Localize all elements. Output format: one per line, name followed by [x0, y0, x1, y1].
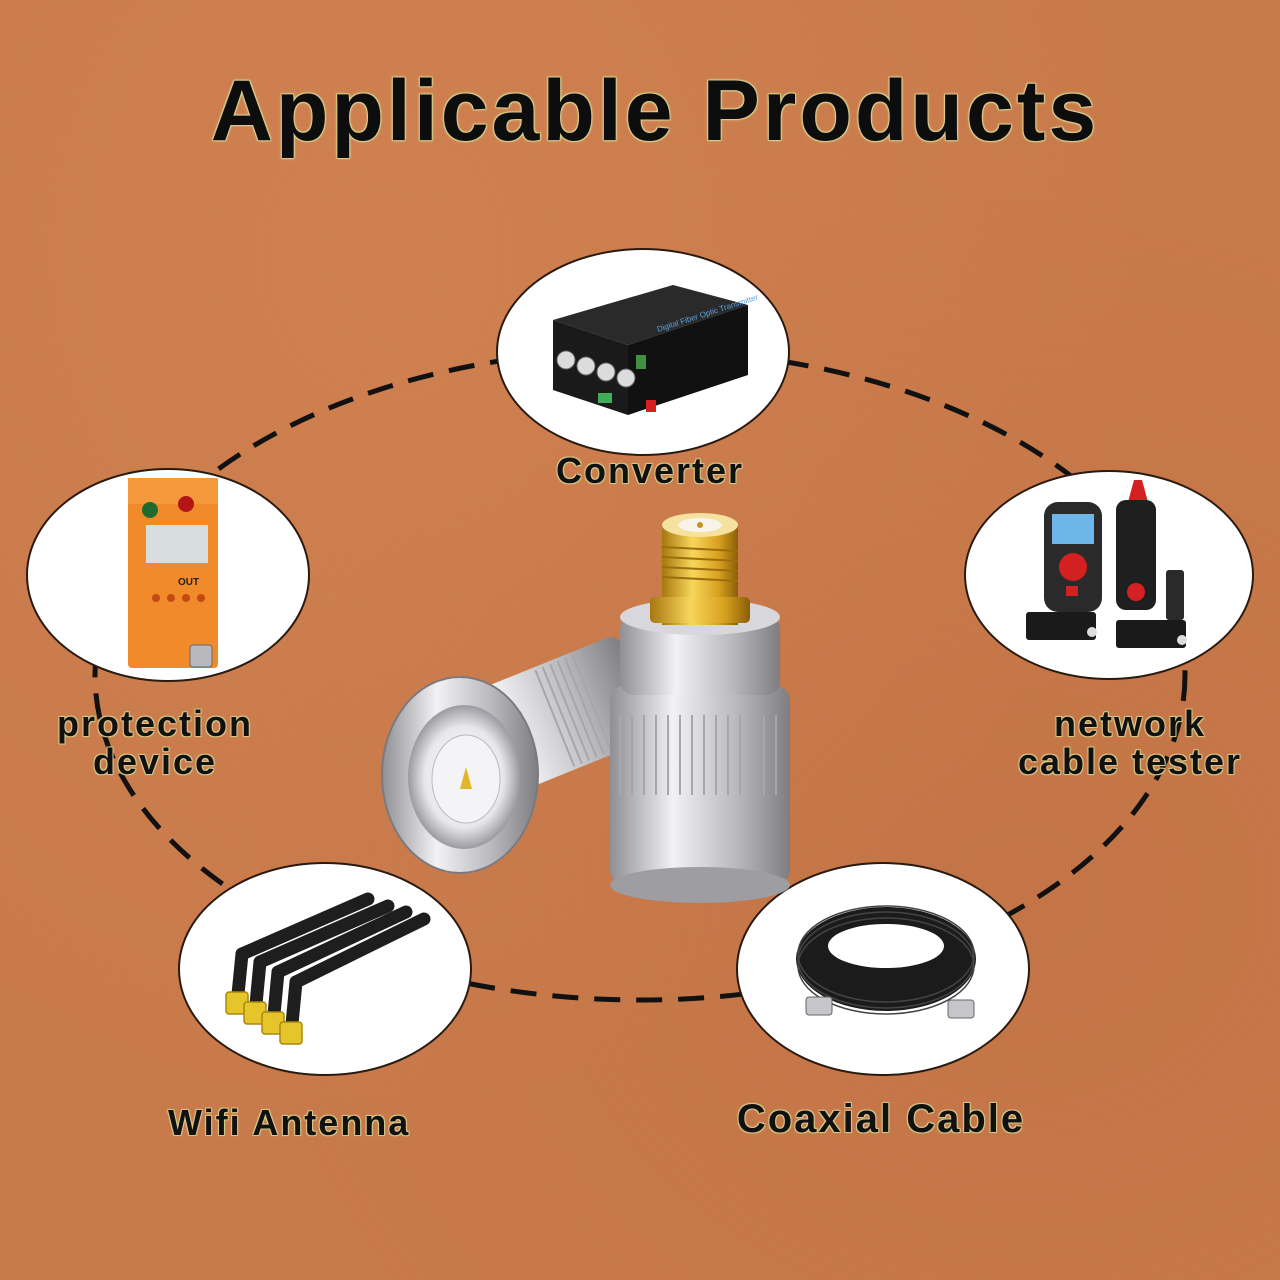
- network-cable-tester-label: network cable tester: [1000, 705, 1260, 781]
- svg-text:OUT: OUT: [178, 577, 199, 588]
- network-cable-tester-label-line1: network: [1053, 703, 1207, 744]
- protection-device-label: protection device: [30, 705, 280, 781]
- wifi-antenna-bubble: [178, 862, 472, 1076]
- protection-device-label-line1: protection: [57, 703, 253, 744]
- coaxial-cable-label: Coaxial Cable: [736, 1097, 1026, 1141]
- network-cable-tester-label-line2: cable tester: [1017, 740, 1243, 782]
- protection-device-bubble: OUT: [26, 468, 310, 682]
- wifi-antenna-label: Wifi Antenna: [168, 1102, 411, 1143]
- network-cable-tester-icon: [1026, 480, 1187, 648]
- fiber-video-converter-icon: Digital Fiber Optic Transmitter: [553, 285, 760, 415]
- surge-protection-device-icon: OUT: [128, 478, 218, 668]
- bnc-male-to-sma-female-adapter-icon: [381, 513, 790, 903]
- coaxial-cable-bubble: [736, 862, 1030, 1076]
- page-title: Applicable Products: [210, 63, 1100, 159]
- coaxial-cable-icon: [796, 905, 976, 1019]
- converter-bubble: Digital Fiber Optic Transmitter: [496, 248, 790, 456]
- wifi-antenna-icon: [225, 892, 431, 1045]
- protection-device-label-line2: device: [92, 740, 218, 782]
- center-product-image: [380, 505, 840, 905]
- network-cable-tester-bubble: [964, 470, 1254, 680]
- converter-label: Converter: [555, 450, 745, 491]
